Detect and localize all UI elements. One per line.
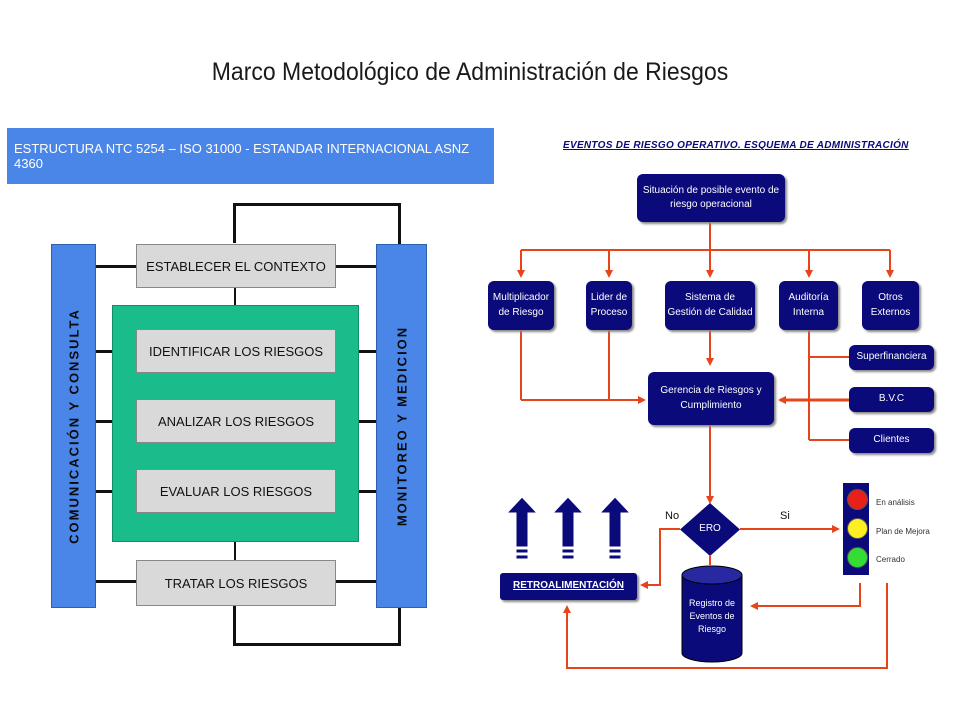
connector-line [398,203,401,248]
connector-line [233,203,401,206]
standards-banner: ESTRUCTURA NTC 5254 – ISO 31000 - ESTAND… [7,128,494,184]
connector-line [398,600,401,646]
feedback-box: RETROALIMENTACIÓN [500,573,637,600]
connector-line [233,203,236,243]
connector-line [233,606,236,646]
risk-event-situation-box: Situación de posible evento de riesgo op… [637,174,785,222]
risk-registry-label: Registro de Eventos de Riesgo [688,598,736,635]
status-en-analisis: En análisis [876,498,915,507]
source-multiplicador: Multiplicador de Riesgo [488,281,554,330]
feedback-up-arrows [507,497,632,560]
ero-decision-diamond [680,503,740,556]
status-cerrado: Cerrado [876,555,905,564]
step-analyze-risks: ANALIZAR LOS RIESGOS [136,399,336,443]
risk-registry-cylinder [681,565,743,663]
page-title: Marco Metodológico de Administración de … [211,58,729,86]
risk-management-box: Gerencia de Riesgos y Cumplimiento [648,372,774,425]
ero-label: ERO [699,523,721,534]
status-plan-mejora: Plan de Mejora [876,527,930,536]
si-label: Si [780,510,790,522]
step-establish-context: ESTABLECER EL CONTEXTO [136,244,336,288]
no-label: No [665,510,680,522]
external-clientes: Clientes [849,428,934,453]
step-identify-risks: IDENTIFICAR LOS RIESGOS [136,329,336,373]
external-bvc: B.V.C [849,387,934,412]
source-lider-proceso: Lider de Proceso [586,281,632,330]
status-yellow-light [847,518,868,539]
connector-line [233,643,401,646]
source-sistema-calidad: Sistema de Gestión de Calidad [665,281,755,330]
step-evaluate-risks: EVALUAR LOS RIESGOS [136,469,336,513]
status-red-light [847,489,868,510]
step-treat-risks: TRATAR LOS RIESGOS [136,560,336,606]
external-superfinanciera: Superfinanciera [849,345,934,370]
source-auditoria: Auditoría Interna [779,281,838,330]
status-green-light [847,547,868,568]
communication-consultation-bar: COMUNICACIÓN Y CONSULTA [51,244,96,608]
source-otros-externos: Otros Externos [862,281,919,330]
process-subtitle: EVENTOS DE RIESGO OPERATIVO. ESQUEMA DE … [563,140,909,151]
monitoring-measurement-bar: MONITOREO Y MEDICION [376,244,427,608]
